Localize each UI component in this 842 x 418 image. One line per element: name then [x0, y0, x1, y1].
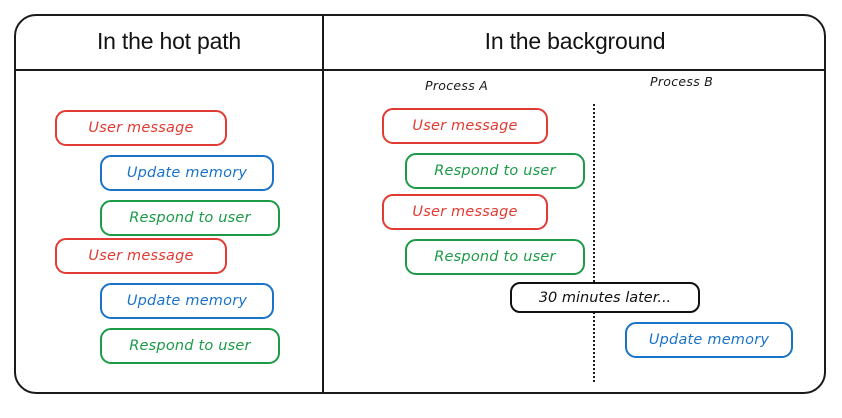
- message-box-user-message[interactable]: User message: [55, 238, 227, 274]
- message-box-user-message[interactable]: User message: [382, 194, 548, 230]
- message-box-update-memory[interactable]: Update memory: [100, 283, 274, 319]
- message-box-respond-to-user[interactable]: Respond to user: [100, 328, 280, 364]
- header-horizontal-divider: [15, 69, 826, 72]
- process-dotted-divider: [593, 104, 595, 382]
- message-box-respond-to-user[interactable]: Respond to user: [405, 153, 585, 189]
- message-box-respond-to-user[interactable]: Respond to user: [405, 239, 585, 275]
- panel-title-hot-path: In the hot path: [96, 28, 242, 54]
- panel-vertical-divider: [322, 15, 325, 393]
- message-box-update-memory[interactable]: Update memory: [625, 322, 793, 358]
- message-box-user-message[interactable]: User message: [382, 108, 548, 144]
- outer-frame: [14, 14, 826, 394]
- message-box-user-message[interactable]: User message: [55, 110, 227, 146]
- message-box-update-memory[interactable]: Update memory: [100, 155, 274, 191]
- process-label-process-b: Process B: [650, 74, 714, 89]
- message-box-respond-to-user[interactable]: Respond to user: [100, 200, 280, 236]
- panel-title-background: In the background: [484, 28, 666, 54]
- time-badge: 30 minutes later...: [510, 282, 700, 313]
- process-label-process-a: Process A: [425, 78, 489, 93]
